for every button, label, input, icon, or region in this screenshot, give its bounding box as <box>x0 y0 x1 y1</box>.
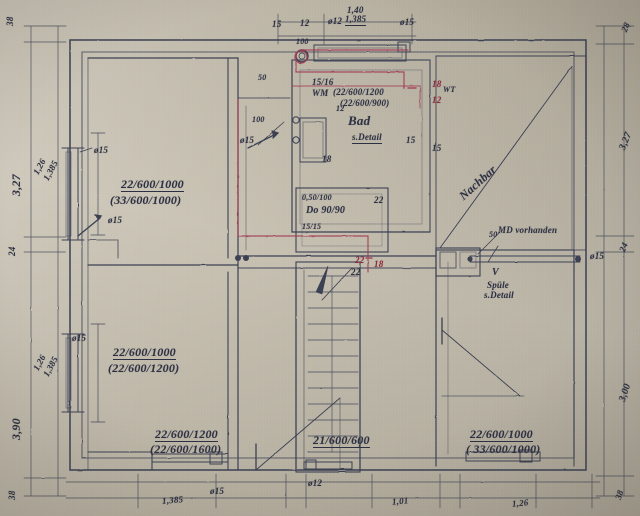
staircase-direction-arrow <box>315 265 353 301</box>
dim-top-3: 1,40 <box>347 5 364 15</box>
spec-lower-left-main: 22/600/1000 <box>113 345 176 360</box>
pipe-50-left: 50 <box>258 73 267 82</box>
spule-detail: s.Detail <box>484 290 514 300</box>
pipe-run-right <box>467 255 581 263</box>
pipe-phi15-right: ø15 <box>590 251 605 261</box>
fixture-node-1 <box>292 116 300 124</box>
riser-circle-inner <box>298 52 306 60</box>
right-room-walls <box>435 249 575 467</box>
wm-size-label: 15/16 <box>312 77 334 87</box>
spec-bottom-right-main: 22/600/1000 <box>470 427 533 442</box>
fixture-node-2 <box>292 136 300 144</box>
pipe-18-red: 18 <box>374 259 384 269</box>
do-box <box>295 187 389 253</box>
dim-bottom-3: 1,26 <box>511 497 529 509</box>
dimension-frame <box>23 13 635 509</box>
dim-left-3: 24 <box>7 246 17 256</box>
do-label: Do 90/90 <box>306 205 346 216</box>
spec-bottom-left-alt: (22/600/1600) <box>150 442 222 456</box>
spec-upper-left-alt: (33/600/1000) <box>110 193 182 207</box>
bathtub <box>299 117 327 163</box>
dim-top-4: 1,385 <box>345 14 367 26</box>
fixture-bar-bottom-right <box>465 449 541 463</box>
wt-label: WT <box>443 85 456 94</box>
nachbar-area <box>435 55 587 251</box>
md-50-label: 50 <box>489 230 498 239</box>
room-label-bad-detail: s.Detail <box>352 132 382 144</box>
bad-room-walls <box>291 59 431 233</box>
pipe-18-left: 18 <box>322 154 332 164</box>
left-room-walls <box>87 57 239 471</box>
radiator-upper-left <box>61 147 85 241</box>
building-outer-wall <box>69 39 587 471</box>
pipe-phi15-bottom: ø15 <box>210 486 225 496</box>
left-sub-dimension-lower <box>90 323 106 423</box>
pipe-100-top: 100 <box>296 37 309 46</box>
wt-number-red: 12 <box>432 95 442 105</box>
pipe-12-mid: 12 <box>336 104 345 113</box>
leader-md-vorhanden <box>477 231 501 263</box>
leader-phi15-upper-left-arrow <box>77 214 103 237</box>
leader-phi15-upper-left <box>79 147 93 153</box>
dim-bottom-2: 1,01 <box>391 495 409 507</box>
door-swing-right <box>441 317 525 397</box>
pipe-15-right-a: 15 <box>432 143 442 153</box>
dim-left-2: 3,27 <box>9 174 23 196</box>
door-swing-lower-left <box>255 397 341 471</box>
dim-left-1: 38 <box>5 16 15 26</box>
pipe-phi15-bottom-left: ø15 <box>72 333 87 343</box>
pipe-22-below: 22 <box>351 267 361 277</box>
pipe-phi15-upper-left: ø15 <box>94 145 109 155</box>
red-pipe-overlay <box>237 49 421 273</box>
corridor-walls <box>237 255 437 471</box>
pipe-phi15-lower-left: ø15 <box>108 215 123 225</box>
dim-left-5: 38 <box>7 490 17 500</box>
spule-label: Spüle <box>487 280 510 290</box>
pipe-22-mid: 22 <box>374 195 384 205</box>
spec-bottom-mid-main: 21/600/600 <box>313 433 370 448</box>
spule-v: V <box>492 267 499 278</box>
md-vorhanden-label: MD vorhanden <box>498 225 558 235</box>
pipe-15-right-b: 15 <box>406 135 416 145</box>
building-inner-wall <box>81 51 575 459</box>
pipe-phi15-mid-left: ø15 <box>240 135 255 145</box>
radiator-lower-left <box>61 333 85 413</box>
nachbar-diagonal-hatch <box>439 65 573 251</box>
pipe-22-red: 22 <box>355 255 365 265</box>
leader-phi15-mid-left-arrow <box>247 130 280 149</box>
wm-label: WM <box>312 88 329 98</box>
dim-bottom-1: 1,385 <box>161 494 184 506</box>
do-dim: 0,50/100 <box>302 193 332 202</box>
staircase-treads <box>307 275 359 453</box>
do-sub: 15/15 <box>302 222 322 231</box>
spec-lower-left-alt: (22/600/1200) <box>108 361 180 375</box>
left-bottom-stub <box>87 239 153 471</box>
pipe-100-left: 100 <box>252 115 265 124</box>
wm-spec-2: (22/600/900) <box>340 98 390 108</box>
spec-bottom-right-alt: ( 33/600/1000) <box>466 442 541 456</box>
pipe-phi15-top: ø15 <box>400 17 415 27</box>
wm-appliance <box>313 41 411 62</box>
pipe-phi12-top: ø12 <box>328 16 343 26</box>
wm-spec-1: (22/600/1200 <box>333 87 384 97</box>
dim-top-1: 15 <box>272 19 282 29</box>
spec-upper-left-main: 22/600/1000 <box>121 177 184 192</box>
room-label-bad: Bad <box>348 113 371 128</box>
pipe-phi12-bottom: ø12 <box>308 478 323 488</box>
wt-number: 18 <box>432 79 442 89</box>
spec-bottom-left-main: 22/600/1200 <box>155 427 218 442</box>
dim-top-2: 12 <box>300 18 310 28</box>
dim-left-4: 3,90 <box>9 418 23 440</box>
fixture-bar-bottom-mid <box>303 459 353 471</box>
